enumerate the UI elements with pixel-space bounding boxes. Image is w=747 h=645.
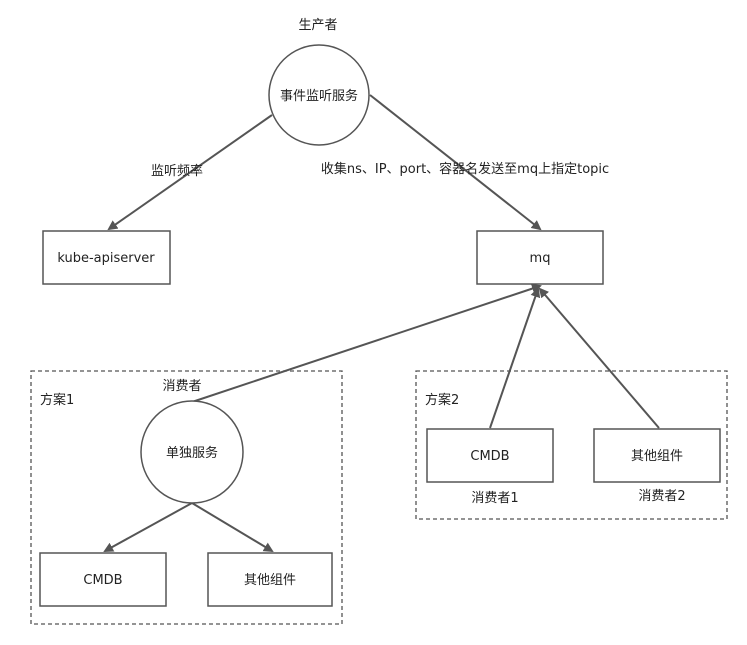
mq-node [476,230,604,285]
producer-role-label: 生产者 [298,18,337,33]
plan2-cmdb-consumer-label: 消费者1 [471,491,518,506]
plan2-other-consumer-label: 消费者2 [638,489,685,504]
single-service-node [140,400,244,504]
edge-single-service-to-cmdb [103,502,193,552]
edge-plan2-cmdb-to-mq [489,287,541,429]
plan2-cmdb-node [426,428,554,483]
event-listener-service-node [268,44,370,146]
plan1-other-components-node [207,552,333,607]
edge-producer-to-kube-apiserver [107,114,273,231]
event-listener-service-label: 事件监听服务 [280,88,358,104]
kube-apiserver-node [42,230,171,285]
edge-producer-to-mq [369,94,542,231]
mq-label: mq [530,251,551,266]
plan2-other-components-node [593,428,721,483]
plan1-container [30,370,343,625]
plan1-cmdb-label: CMDB [83,573,122,588]
plan2-title: 方案2 [425,392,459,408]
plan1-title: 方案1 [40,392,74,408]
plan1-cmdb-node [39,552,167,607]
publish-to-mq-label: 收集ns、IP、port、容器名发送至mq上指定topic [321,161,609,177]
plan2-other-components-label: 其他组件 [631,449,683,464]
watch-frequency-label: 监听频率 [151,163,203,179]
edge-single-service-to-other [191,502,274,553]
plan2-cmdb-label: CMDB [470,449,509,464]
plan1-other-components-label: 其他组件 [244,573,296,588]
edge-single-service-to-mq [191,283,542,403]
plan1-consumer-label: 消费者 [162,379,201,394]
single-service-label: 单独服务 [166,445,218,461]
edge-plan2-other-to-mq [538,287,660,429]
kube-apiserver-label: kube-apiserver [57,251,155,266]
plan2-container [415,370,728,520]
